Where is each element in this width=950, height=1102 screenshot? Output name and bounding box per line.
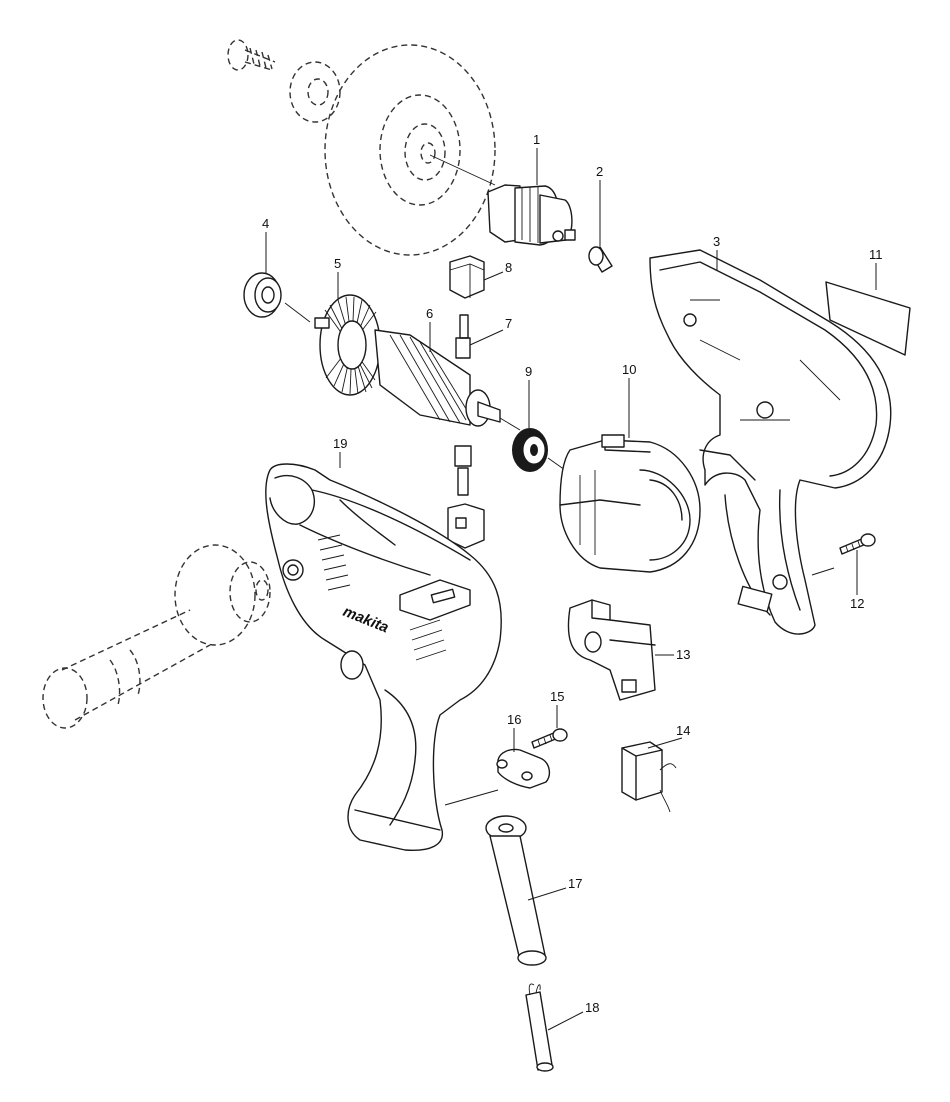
carbon-brush-lower [447, 445, 485, 549]
axis-line [429, 154, 496, 186]
label-part-9: 9 [525, 364, 532, 379]
label-part-10: 10 [622, 362, 636, 377]
label-part-8: 8 [505, 260, 512, 275]
label-part-12: 12 [850, 596, 864, 611]
label-part-18: 18 [585, 1000, 599, 1015]
part-8-brush-holder [449, 255, 485, 299]
part-17-cord-guard [485, 815, 547, 966]
part-5-6-armature [314, 294, 501, 427]
part-number-labels: 1 2 3 4 5 6 7 8 9 10 11 12 13 14 15 16 1… [262, 132, 883, 1015]
label-part-1: 1 [533, 132, 540, 147]
label-part-14: 14 [676, 723, 690, 738]
accessory-side-handle-dashed [42, 544, 271, 729]
part-4-bearing [243, 272, 282, 318]
label-part-4: 4 [262, 216, 269, 231]
label-part-7: 7 [505, 316, 512, 331]
part-1-chuck [487, 184, 576, 246]
part-13-switch [567, 599, 656, 701]
part-9-bearing [512, 428, 548, 472]
label-part-15: 15 [550, 689, 564, 704]
part-19-housing: makita [265, 463, 502, 852]
axis-line [499, 417, 521, 431]
label-part-11: 11 [869, 247, 883, 262]
label-part-17: 17 [568, 876, 582, 891]
leader-lines [265, 148, 877, 1031]
label-part-19: 19 [333, 436, 347, 451]
part-16-cord-clamp [496, 748, 551, 789]
label-part-2: 2 [596, 164, 603, 179]
part-12-screw [839, 533, 876, 555]
label-part-5: 5 [334, 256, 341, 271]
axis-line [284, 302, 311, 323]
part-11-nameplate [825, 281, 911, 356]
part-3-housing-half [649, 249, 892, 635]
label-part-3: 3 [713, 234, 720, 249]
label-part-16: 16 [507, 712, 521, 727]
accessory-washer-dashed [289, 61, 341, 123]
part-7-carbon-brush [455, 314, 471, 359]
accessory-screw-dashed [227, 39, 276, 71]
part-18-cord [525, 983, 554, 1072]
label-part-13: 13 [676, 647, 690, 662]
part-2-sleeve [588, 246, 613, 273]
label-part-6: 6 [426, 306, 433, 321]
part-14-capacitor [621, 741, 677, 813]
part-15-screw [531, 728, 568, 749]
accessory-wheel-dashed [324, 44, 496, 256]
part-10-field [559, 434, 701, 573]
axis-line [547, 457, 566, 471]
